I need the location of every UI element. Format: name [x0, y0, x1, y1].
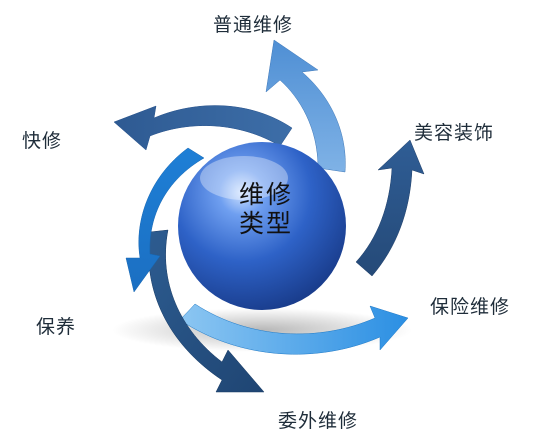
label-bottom: 委外维修	[278, 410, 359, 432]
label-lower-right: 保险维修	[430, 296, 511, 318]
label-upper-left: 快修	[22, 130, 63, 152]
label-top: 普通维修	[213, 14, 294, 36]
label-lower-left: 保养	[36, 316, 77, 338]
arrow-bottom-icon	[148, 229, 265, 393]
arrow-upper-right-icon	[355, 139, 425, 277]
sphere-highlight	[200, 156, 288, 200]
arrow-upper-left-icon	[113, 105, 293, 151]
center-sphere	[178, 142, 346, 310]
center-label-line2: 类型	[238, 209, 293, 238]
center-label-line1: 维修	[238, 180, 293, 209]
arrow-lower-right-icon	[179, 303, 409, 355]
label-upper-right: 美容装饰	[414, 122, 495, 144]
center-label: 维修 类型	[206, 180, 326, 238]
arrow-lower-left-icon	[125, 147, 205, 293]
arrow-top-icon	[265, 39, 346, 173]
